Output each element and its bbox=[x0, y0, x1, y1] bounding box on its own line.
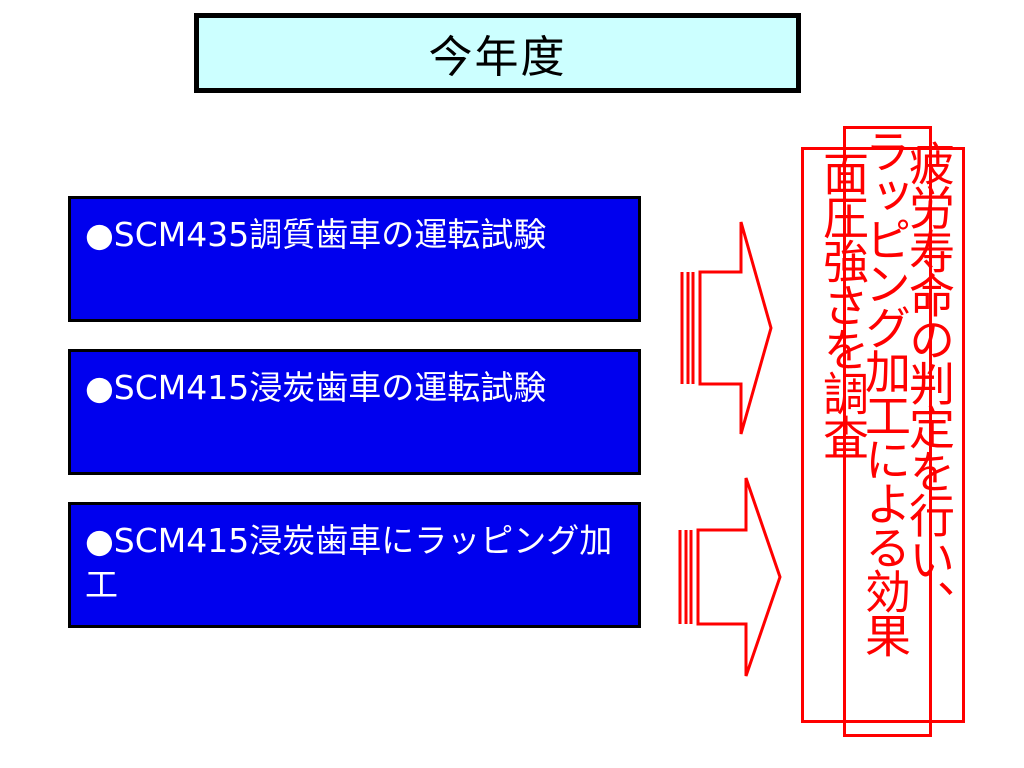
result-text-col3: 面圧強さを調査 bbox=[816, 150, 870, 458]
item-box-1: ●SCM435調質歯車の運転試験 bbox=[68, 196, 641, 322]
right-arrow-icon bbox=[680, 221, 773, 435]
result-text-col2: ラッピング加工による効果 bbox=[858, 128, 912, 656]
item-label-2: ●SCM415浸炭歯車の運転試験 bbox=[85, 368, 547, 407]
right-arrow-icon bbox=[678, 477, 782, 677]
result-frame-outer bbox=[801, 147, 965, 723]
item-label-3: ●SCM415浸炭歯車にラッピング加工 bbox=[85, 521, 613, 604]
item-label-1: ●SCM435調質歯車の運転試験 bbox=[85, 215, 547, 254]
title-box: 今年度 bbox=[194, 13, 801, 93]
item-box-2: ●SCM415浸炭歯車の運転試験 bbox=[68, 349, 641, 475]
page-title: 今年度 bbox=[428, 32, 567, 83]
item-box-3: ●SCM415浸炭歯車にラッピング加工 bbox=[68, 502, 641, 628]
result-text-col1: 疲労寿命の判定を行い、 bbox=[902, 140, 956, 624]
result-frame-inner bbox=[843, 126, 932, 737]
